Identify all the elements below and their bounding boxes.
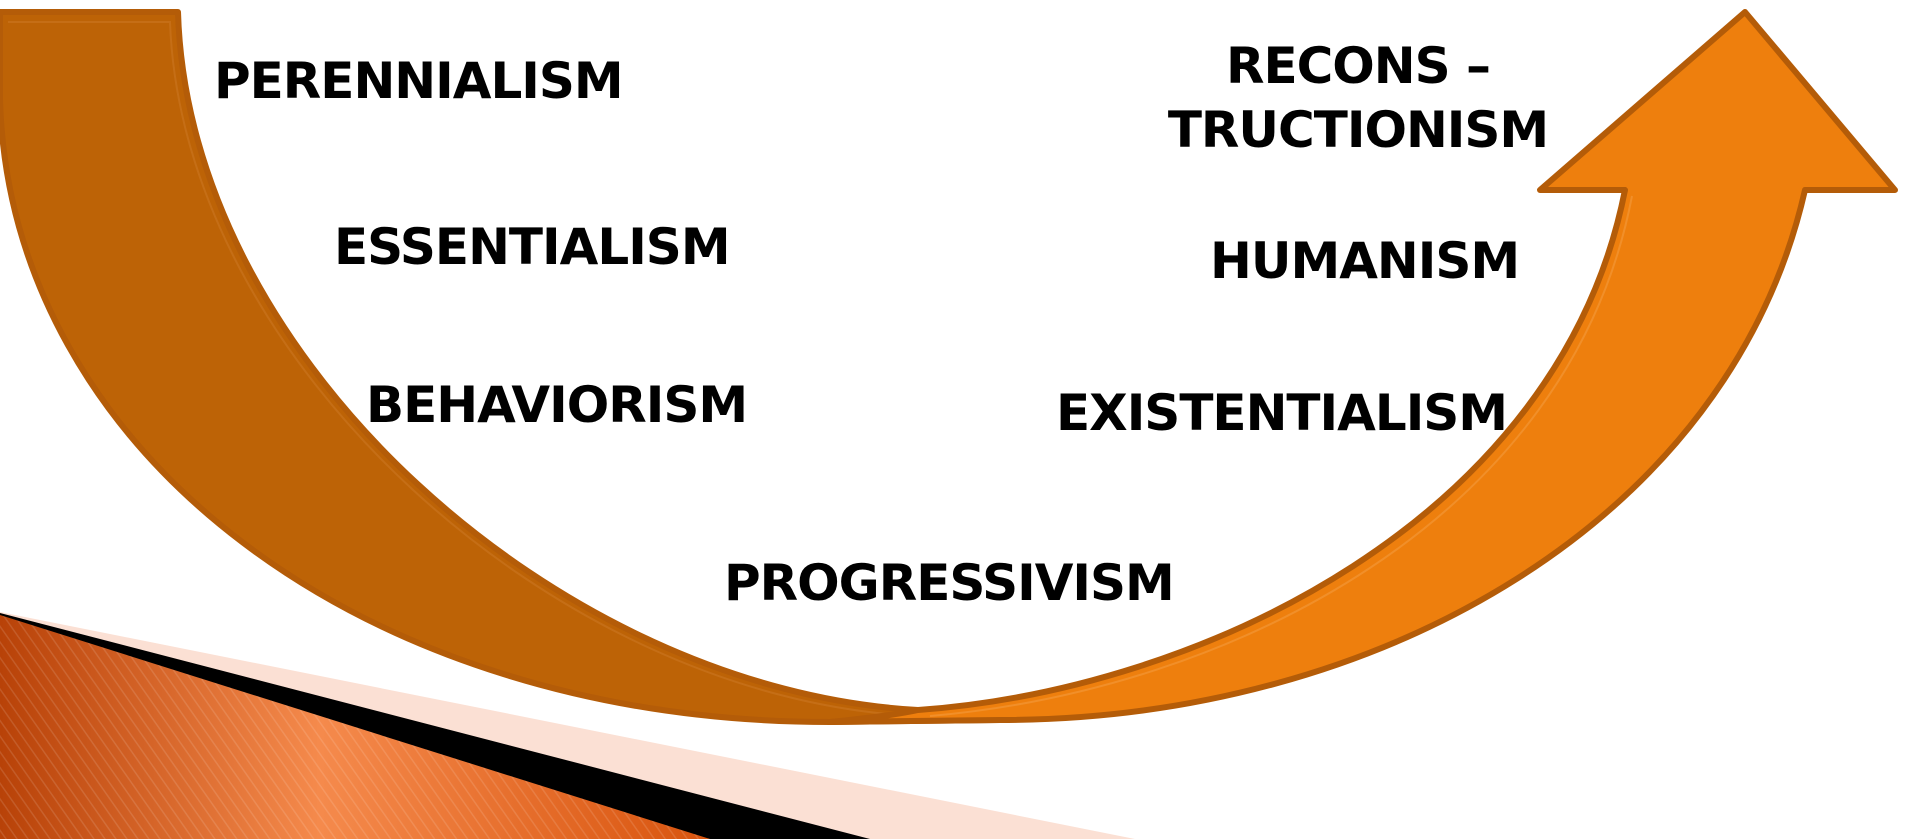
u-arrow-left-arm bbox=[0, 9, 1003, 725]
label-reconstructionism-line2: TRUCTIONISM bbox=[1167, 101, 1549, 159]
label-progressivism: PROGRESSIVISM bbox=[724, 554, 1175, 612]
u-arrow-right-inner-line bbox=[929, 195, 1633, 717]
label-reconstructionism: RECONS – TRUCTIONISM bbox=[1148, 34, 1568, 162]
u-arrow-right-arm bbox=[827, 9, 1898, 725]
label-essentialism: ESSENTIALISM bbox=[334, 218, 731, 276]
label-existentialism: EXISTENTIALISM bbox=[1056, 384, 1508, 442]
label-behaviorism: BEHAVIORISM bbox=[366, 376, 748, 434]
corner-hatch bbox=[0, 615, 710, 839]
label-humanism: HUMANISM bbox=[1210, 232, 1520, 290]
label-perennialism: PERENNIALISM bbox=[214, 52, 624, 110]
u-arrow-left-inner-line bbox=[8, 21, 916, 717]
label-reconstructionism-line1: RECONS – bbox=[1225, 37, 1491, 95]
